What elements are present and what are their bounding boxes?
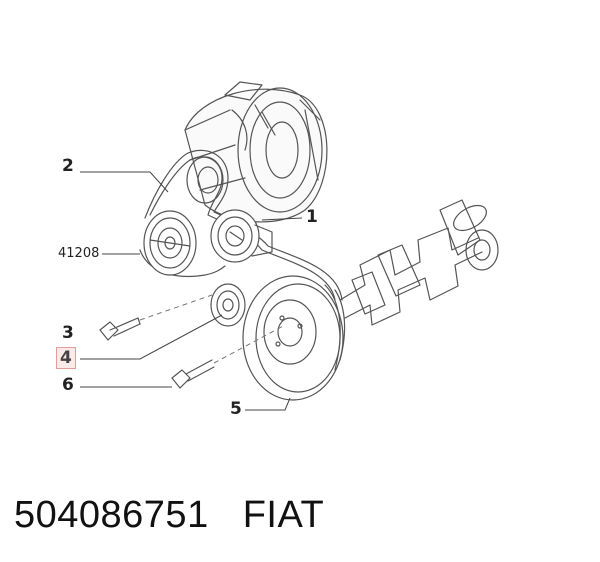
bolt-3 (99, 317, 141, 341)
part-number: 504086751 (14, 494, 209, 536)
leader-line-1 (261, 217, 303, 221)
belt-drive-diagram (80, 81, 499, 411)
alternator (184, 81, 328, 223)
callout-3: 3 (62, 323, 74, 343)
alternator-pulley (186, 156, 224, 204)
callout-5: 5 (230, 399, 242, 419)
bolt-6 (171, 359, 215, 389)
crankshaft (339, 199, 499, 326)
belt-tensioner (210, 209, 273, 263)
callout-1: 1 (306, 207, 318, 227)
idler-pulley (143, 210, 197, 276)
brand-name: FIAT (242, 494, 325, 536)
callout-4: 4 (56, 347, 76, 369)
crankshaft-pulley (242, 275, 346, 401)
callout-6: 6 (62, 375, 74, 395)
leader-line-5 (245, 397, 291, 411)
axis-line-bolt-6 (213, 324, 286, 364)
callout-41208: 41208 (58, 246, 100, 261)
footer-caption: 504086751 FIAT (14, 494, 358, 537)
axis-line-bolt-3 (139, 294, 213, 321)
guide-pulley (210, 283, 246, 327)
callout-2: 2 (62, 156, 74, 176)
leader-line-2 (80, 171, 169, 193)
leader-line-4 (80, 314, 223, 360)
